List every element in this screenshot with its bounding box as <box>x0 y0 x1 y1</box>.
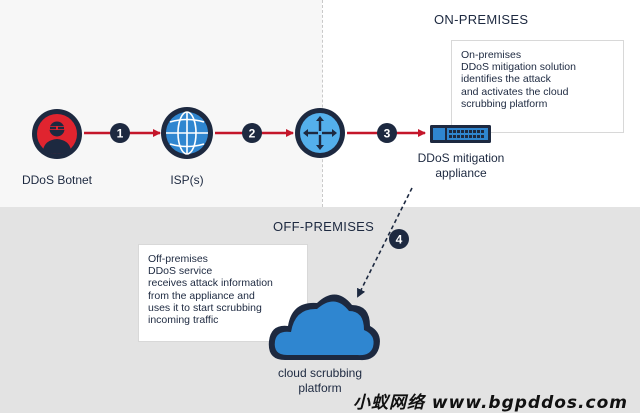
watermark-text: 小蚁网络 www.bgpddos.com <box>353 393 628 413</box>
globe-icon <box>161 107 213 159</box>
step-badge-2: 2 <box>242 123 262 143</box>
off-premises-title: OFF-PREMISES <box>273 219 375 234</box>
arrow-appliance-to-cloud <box>357 187 413 298</box>
step-number-3: 3 <box>384 127 391 141</box>
router-icon <box>295 108 345 158</box>
off-premises-note: Off-premises DDoS service receives attac… <box>138 244 308 342</box>
step-badge-1: 1 <box>110 123 130 143</box>
step-number-4: 4 <box>396 233 403 247</box>
on-premises-title: ON-PREMISES <box>434 12 529 27</box>
botnet-label: DDoS Botnet <box>21 173 93 187</box>
zone-divider <box>322 0 323 207</box>
step-number-1: 1 <box>117 127 124 141</box>
cloud-label: cloud scrubbing platform <box>277 366 363 395</box>
appliance-label: DDoS mitigation appliance <box>417 151 505 180</box>
isp-label: ISP(s) <box>170 173 204 187</box>
step-number-2: 2 <box>249 127 256 141</box>
public-zone-background <box>0 0 322 207</box>
step-badge-4: 4 <box>389 229 409 249</box>
cloud-icon <box>268 294 380 361</box>
mitigation-appliance-icon <box>430 125 491 143</box>
hacker-icon <box>32 109 82 159</box>
step-badge-3: 3 <box>377 123 397 143</box>
on-premises-note: On-premises DDoS mitigation solution ide… <box>451 40 624 133</box>
